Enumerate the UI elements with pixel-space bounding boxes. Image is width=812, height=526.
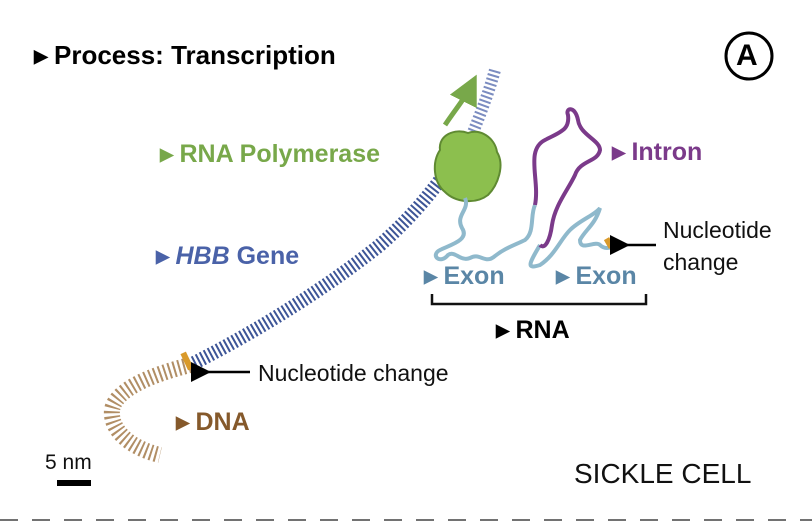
- hbb-gene-text: Gene: [236, 242, 300, 270]
- exon-text-1: Exon: [443, 262, 505, 290]
- triangle-bullet-icon: ▶: [176, 412, 190, 432]
- exon-text-2: Exon: [575, 262, 637, 290]
- rna-polymerase-text: RNA Polymerase: [179, 140, 381, 168]
- process-title: ▶ Process: Transcription: [34, 40, 336, 71]
- exon-label-2: ▶Exon: [556, 262, 637, 291]
- triangle-bullet-icon: ▶: [160, 144, 174, 164]
- triangle-bullet-icon: ▶: [556, 266, 570, 286]
- process-title-text: Process: Transcription: [54, 40, 336, 70]
- triangle-bullet-icon: ▶: [34, 46, 48, 66]
- rna-text: RNA: [515, 316, 570, 344]
- dna-label: ▶DNA: [176, 408, 250, 437]
- rna-label: ▶RNA: [496, 316, 570, 345]
- exon-strand-1: [433, 197, 537, 262]
- exon-strand-2: [528, 206, 623, 269]
- intron-strand: [532, 107, 603, 249]
- triangle-bullet-icon: ▶: [156, 246, 170, 266]
- panel-badge-circle: [724, 31, 774, 81]
- hbb-gene-italic: HBB: [175, 242, 230, 270]
- rna-bracket: [430, 294, 648, 306]
- exon-label-1: ▶Exon: [424, 262, 505, 291]
- rna-polymerase-label: ▶RNA Polymerase: [160, 140, 380, 169]
- scale-bar-label: 5 nm: [45, 451, 92, 474]
- dna-mutation-mark: [180, 351, 194, 371]
- panel-letter: A: [736, 39, 758, 72]
- scale-bar: [57, 480, 91, 486]
- intron-label: ▶Intron: [612, 138, 702, 167]
- rna-polymerase-blob: [433, 130, 502, 203]
- nucleotide-change-rna-line2: change: [663, 249, 739, 275]
- triangle-bullet-icon: ▶: [612, 142, 626, 162]
- dna-helix-upstream: [464, 68, 501, 143]
- hbb-gene-label: ▶HBB Gene: [156, 242, 299, 271]
- triangle-bullet-icon: ▶: [496, 320, 510, 340]
- direction-arrow: [442, 74, 477, 127]
- nucleotide-change-dna-label: Nucleotide change: [258, 360, 449, 386]
- nucleotide-change-rna-line1: Nucleotide: [663, 217, 772, 243]
- intron-text: Intron: [631, 138, 703, 166]
- dna-text: DNA: [195, 408, 250, 436]
- footer-label: SICKLE CELL: [574, 458, 752, 489]
- triangle-bullet-icon: ▶: [424, 266, 438, 286]
